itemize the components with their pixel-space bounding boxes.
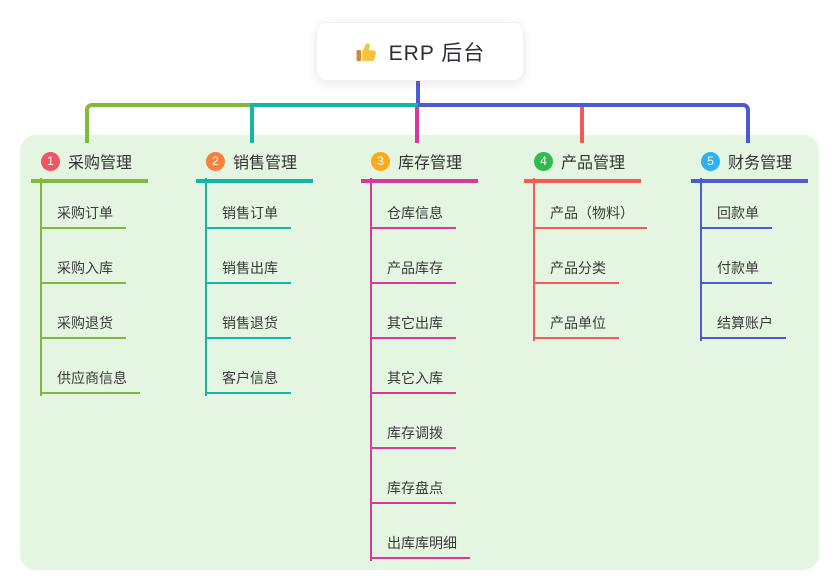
connector-branch-2-drop (250, 103, 254, 143)
branch-3-title[interactable]: 3 库存管理 (361, 143, 479, 183)
branch-1-title[interactable]: 1 采购管理 (31, 143, 149, 183)
branch-4-child-1[interactable]: 产品（物料） (533, 203, 647, 229)
branch-3-child-3[interactable]: 其它出库 (370, 313, 456, 339)
branch-3-spine (370, 178, 372, 561)
branch-5-spine (700, 178, 702, 341)
branch-5-title[interactable]: 5 财务管理 (691, 143, 809, 183)
branch-2-spine (205, 178, 207, 396)
root-node-label: ERP 后台 (388, 41, 486, 65)
branch-2-child-4[interactable]: 客户信息 (205, 368, 291, 394)
connector-branch-2-horizontal (250, 103, 420, 107)
branch-2-child-2[interactable]: 销售出库 (205, 258, 291, 284)
branch-5-child-3[interactable]: 结算账户 (700, 313, 786, 339)
branch-3-child-7[interactable]: 出库库明细 (370, 533, 470, 559)
branch-3-child-4[interactable]: 其它入库 (370, 368, 456, 394)
branch-1-child-4[interactable]: 供应商信息 (40, 368, 140, 394)
branch-5-child-1[interactable]: 回款单 (700, 203, 772, 229)
connector-branch-4-drop (580, 107, 584, 143)
branch-2-child-3[interactable]: 销售退货 (205, 313, 291, 339)
branch-1-child-1[interactable]: 采购订单 (40, 203, 126, 229)
branch-3-child-2[interactable]: 产品库存 (370, 258, 456, 284)
branch-5-badge: 5 (701, 151, 720, 171)
branches-panel (20, 135, 819, 570)
branch-2-title-label: 销售管理 (233, 155, 298, 172)
branch-3-child-6[interactable]: 库存盘点 (370, 478, 456, 504)
branch-5-title-label: 财务管理 (728, 155, 793, 172)
branch-3-badge: 3 (371, 151, 390, 171)
branch-1-child-2[interactable]: 采购入库 (40, 258, 126, 284)
branch-2-badge: 2 (206, 151, 225, 171)
branch-4-title-label: 产品管理 (561, 155, 626, 172)
root-node[interactable]: ERP 后台 (316, 22, 524, 81)
branch-4-child-2[interactable]: 产品分类 (533, 258, 619, 284)
branch-4-badge: 4 (534, 151, 553, 171)
branch-3-child-5[interactable]: 库存调拨 (370, 423, 456, 449)
branch-2-child-1[interactable]: 销售订单 (205, 203, 291, 229)
connector-branch-1-elbow (85, 103, 252, 143)
connector-root-drop (416, 81, 420, 107)
branch-1-spine (40, 178, 42, 396)
branch-1-child-3[interactable]: 采购退货 (40, 313, 126, 339)
connector-branch-5-elbow (418, 103, 750, 143)
branch-1-badge: 1 (41, 151, 60, 171)
connector-branch-3-drop (415, 107, 419, 143)
branch-4-title[interactable]: 4 产品管理 (524, 143, 642, 183)
branch-4-child-3[interactable]: 产品单位 (533, 313, 619, 339)
branch-3-title-label: 库存管理 (398, 155, 463, 172)
branch-3-child-1[interactable]: 仓库信息 (370, 203, 456, 229)
branch-5-child-2[interactable]: 付款单 (700, 258, 772, 284)
thumbs-up-icon (356, 42, 376, 61)
branch-1-title-label: 采购管理 (68, 155, 133, 172)
branch-2-title[interactable]: 2 销售管理 (196, 143, 314, 183)
branch-4-spine (533, 178, 535, 341)
